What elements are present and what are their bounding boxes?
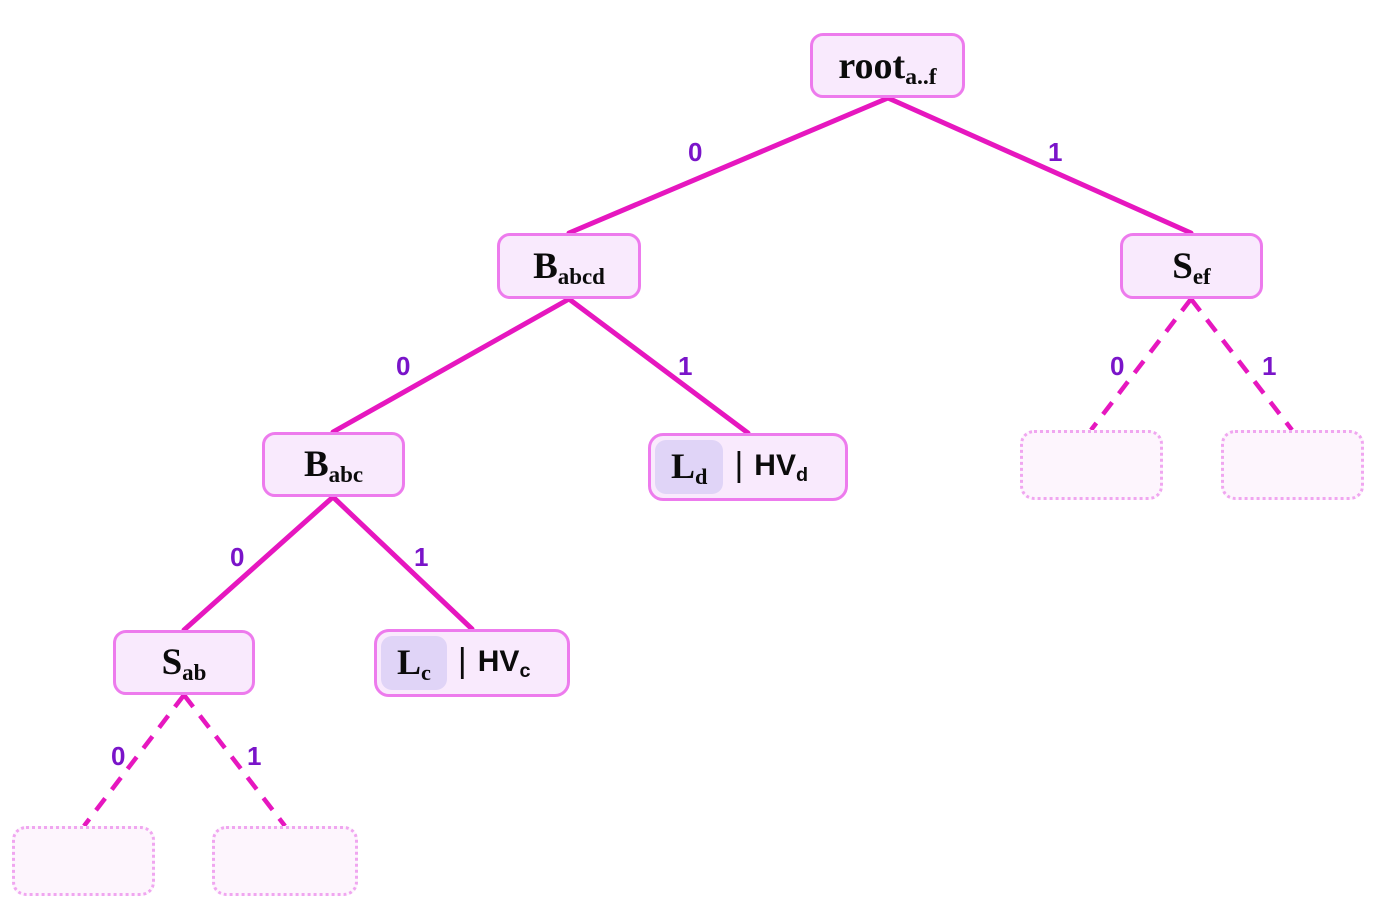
placeholder-node-ph_sef_0[interactable] [1020, 430, 1163, 500]
placeholder-node-ph_sab_1[interactable] [212, 826, 358, 896]
leaf-hv-base: HV [477, 645, 520, 678]
tree-edge [885, 95, 1194, 236]
tree-node-root[interactable]: roota..f [810, 33, 965, 98]
node-label: roota..f [838, 44, 936, 89]
placeholder-node-ph_sab_0[interactable] [12, 826, 155, 896]
edge-label-0: 0 [111, 741, 126, 771]
edge-label-0: 0 [230, 542, 245, 572]
leaf-hv-subscript: d [795, 463, 809, 486]
tree-node-babc[interactable]: Babc [262, 432, 405, 497]
node-label-base: S [1172, 245, 1193, 287]
node-label-base: B [533, 245, 558, 287]
leaf-l-base: L [397, 642, 422, 682]
node-label-subscript: abcd [557, 263, 605, 289]
tree-node-babcd[interactable]: Babcd [497, 233, 641, 299]
leaf-l-subscript: c [421, 660, 431, 686]
node-label-subscript: ef [1192, 263, 1211, 289]
leaf-hv-label: HVd [754, 449, 826, 486]
node-label: Babcd [533, 245, 605, 288]
leaf-label-highlight: Lc [381, 636, 447, 690]
edge-label-1: 1 [1262, 351, 1277, 381]
leaf-l-subscript: d [695, 464, 708, 490]
leaf-separator: | [457, 642, 467, 680]
leaf-l-base: L [671, 446, 696, 486]
edge-label-1: 1 [1048, 137, 1063, 167]
leaf-l-label: Lc [397, 642, 431, 684]
leaf-l-label: Ld [671, 446, 707, 488]
tree-edge [1189, 297, 1294, 432]
node-label-base: S [161, 642, 183, 683]
tree-node-sef[interactable]: Sef [1120, 233, 1263, 299]
tree-edge [181, 494, 336, 633]
tree-edge [330, 296, 572, 435]
node-label-subscript: abc [328, 462, 364, 488]
tree-leaf-leaf_d[interactable]: Ld|HVd [648, 433, 848, 501]
tree-edge [182, 693, 287, 828]
tree-node-sab[interactable]: Sab [113, 630, 255, 695]
node-label: Sab [161, 642, 207, 684]
tree-edge [330, 494, 475, 632]
leaf-hv-label: HVc [477, 645, 549, 682]
leaf-hv-subscript: c [519, 659, 531, 682]
edge-label-1: 1 [678, 351, 693, 381]
tree-edge [1089, 297, 1193, 432]
node-label-base: root [838, 44, 906, 87]
node-label-subscript: a..f [905, 64, 937, 91]
placeholder-node-ph_sef_1[interactable] [1221, 430, 1364, 500]
leaf-hv-base: HV [754, 449, 796, 482]
tree-edge [82, 693, 186, 828]
edge-label-0: 0 [396, 351, 411, 381]
edge-label-1: 1 [247, 741, 262, 771]
edge-label-1: 1 [414, 542, 429, 572]
tree-edge [566, 95, 891, 236]
leaf-label-highlight: Ld [655, 440, 724, 494]
node-label: Babc [303, 444, 363, 486]
node-label: Sef [1172, 245, 1210, 288]
node-label-subscript: ab [182, 660, 207, 686]
tree-leaf-leaf_c[interactable]: Lc|HVc [374, 629, 570, 697]
edge-label-0: 0 [1110, 351, 1125, 381]
node-label-base: B [303, 444, 329, 485]
edge-label-0: 0 [688, 137, 703, 167]
tree-edge [566, 296, 751, 436]
leaf-separator: | [734, 446, 744, 484]
